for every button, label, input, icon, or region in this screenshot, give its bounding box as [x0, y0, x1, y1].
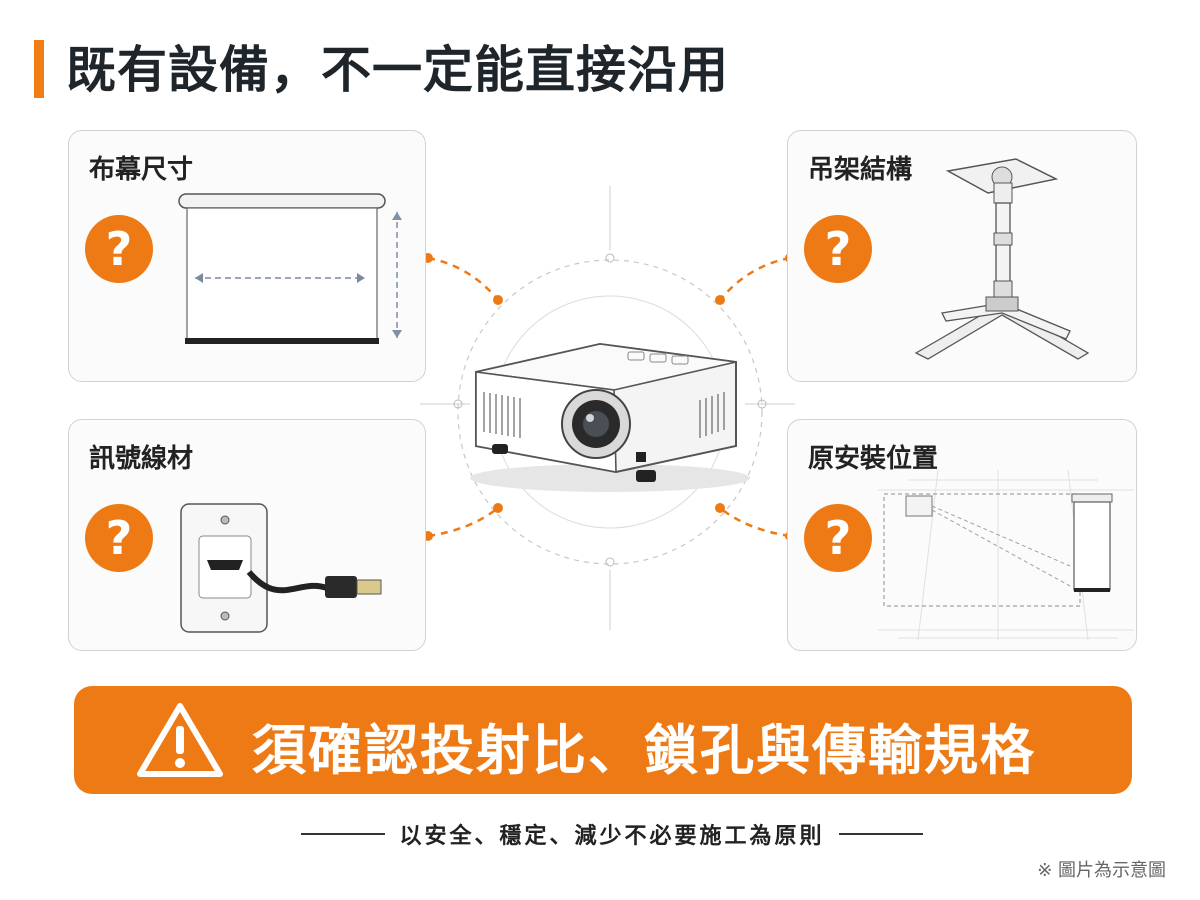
title-accent-bar [34, 40, 44, 98]
page-title: 既有設備，不一定能直接沿用 [66, 41, 729, 99]
ceiling-mount-icon [914, 158, 1090, 360]
projection-screen-icon [178, 193, 402, 344]
question-icon: ? [804, 504, 872, 572]
warning-triangle-icon [137, 703, 223, 777]
subtitle-divider-right [838, 833, 923, 835]
card-screen-size: 布幕尺寸 ? [68, 130, 426, 382]
card-install-location-label: 原安裝位置 [808, 444, 939, 474]
subtitle: 以安全、穩定、減少不必要施工為原則 [399, 824, 825, 849]
question-icon: ? [804, 215, 872, 283]
subtitle-divider-left [301, 833, 386, 835]
subtitle-row: 以安全、穩定、減少不必要施工為原則 [262, 816, 962, 852]
card-screen-size-label: 布幕尺寸 [89, 155, 194, 185]
question-icon: ? [85, 215, 153, 283]
warning-text: 須確認投射比、鎖孔與傳輸規格 [252, 719, 1036, 782]
question-icon: ? [85, 504, 153, 572]
card-signal-cable-label: 訊號線材 [89, 444, 194, 474]
card-mount-structure: 吊架結構 ? [787, 130, 1137, 382]
room-layout-icon [878, 470, 1134, 641]
card-signal-cable: 訊號線材 ? [68, 419, 426, 651]
card-install-location: 原安裝位置 ? [787, 419, 1137, 651]
footnote: ※ 圖片為示意圖 [1037, 860, 1166, 881]
warning-banner: 須確認投射比、鎖孔與傳輸規格 [74, 686, 1132, 794]
connector-lines [427, 256, 791, 538]
hdmi-wall-plate-icon [180, 503, 382, 633]
projector-icon [470, 342, 750, 492]
card-mount-structure-label: 吊架結構 [808, 155, 913, 185]
